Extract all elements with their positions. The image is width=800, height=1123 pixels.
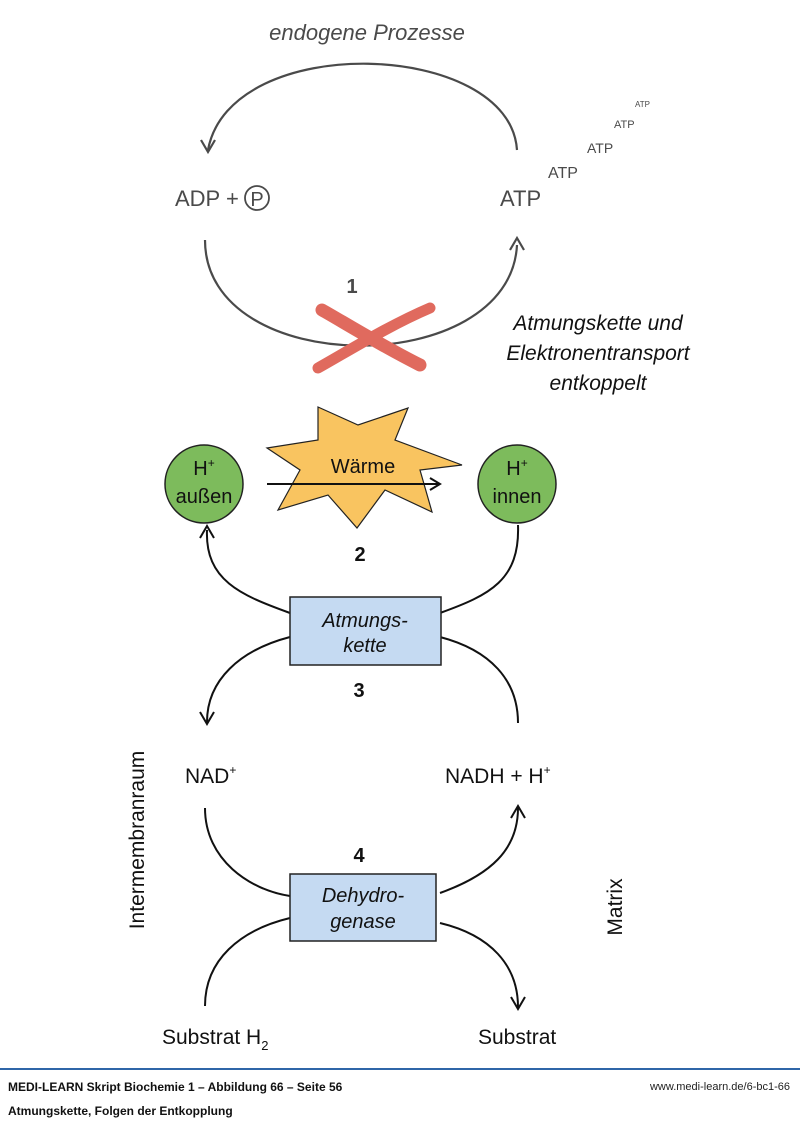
uncoupled-line-1: Atmungskette und xyxy=(511,312,684,335)
atp-trail-1: ATP xyxy=(548,165,578,182)
nadh-input-arrow xyxy=(439,636,519,724)
nad-label: NAD+ xyxy=(185,763,236,788)
uncoupling-diagram: endogene Prozesse ADP + P ATP ATP ATP AT… xyxy=(126,20,691,1053)
substrate-output-arrowhead-icon xyxy=(510,996,526,1011)
h-inside-circle: H+ innen xyxy=(477,444,557,524)
phosphate-circle-icon xyxy=(244,185,270,211)
heat-star-shape xyxy=(265,406,463,529)
endogenous-arrowhead-icon xyxy=(200,139,216,155)
nadh-output-arrowhead-icon xyxy=(510,804,526,819)
endogenous-arrow xyxy=(206,62,519,151)
h-outside-circle: H+ außen xyxy=(164,444,244,524)
step-4-label: 4 xyxy=(353,845,365,867)
intermembrane-space-label: Intermembranraum xyxy=(126,751,149,930)
substrate-output-arrow xyxy=(439,922,519,1008)
nadh-label: NADH + H+ xyxy=(445,763,551,788)
figure-caption: Atmungskette, Folgen der Entkopplung xyxy=(8,1104,233,1118)
dehydrogenase-line-2: genase xyxy=(330,911,396,933)
blocked-cross-icon xyxy=(312,302,436,374)
nadh-output-arrow xyxy=(439,807,519,894)
substrate-h2-input-arrow xyxy=(204,917,291,1007)
proton-pump-out-arrowhead-icon xyxy=(199,524,215,539)
matrix-label: Matrix xyxy=(604,878,627,936)
svg-text:außen: außen xyxy=(176,486,233,508)
step-2-label: 2 xyxy=(354,544,365,566)
atp-synthesis-arrowhead-icon xyxy=(509,235,525,251)
endogenous-processes-label: endogene Prozesse xyxy=(269,20,465,45)
respiratory-chain-line-1: Atmungs- xyxy=(321,610,408,632)
step-3-label: 3 xyxy=(353,680,364,702)
footer-url[interactable]: www.medi-learn.de/6-bc1-66 xyxy=(649,1081,790,1093)
adp-label: ADP + xyxy=(175,186,239,211)
proton-uptake-arrow xyxy=(439,524,520,614)
footer-rule xyxy=(0,1068,800,1070)
atp-label: ATP xyxy=(500,186,541,211)
substrate-h2-label: Substrat H2 xyxy=(162,1026,268,1053)
nad-release-arrow xyxy=(206,636,291,723)
proton-leak-arrowhead-icon xyxy=(429,477,442,491)
phosphate-symbol: P xyxy=(250,189,263,211)
nad-input-arrow xyxy=(204,807,291,897)
svg-text:H+: H+ xyxy=(506,456,527,480)
dehydrogenase-box xyxy=(289,873,437,942)
dehydrogenase-line-1: Dehydro- xyxy=(322,885,405,907)
svg-text:innen: innen xyxy=(493,486,542,508)
footer-title: MEDI-LEARN Skript Biochemie 1 – Abbildun… xyxy=(8,1080,343,1094)
atp-trail-3: ATP xyxy=(614,119,635,131)
atp-trail-4: ATP xyxy=(635,100,650,109)
step-1-label: 1 xyxy=(346,276,357,298)
respiratory-chain-line-2: kette xyxy=(343,635,386,657)
respiratory-chain-box xyxy=(289,596,442,666)
nad-release-arrowhead-icon xyxy=(199,711,215,726)
uncoupled-line-3: entkoppelt xyxy=(550,372,648,395)
svg-text:H+: H+ xyxy=(193,456,214,480)
substrate-label: Substrat xyxy=(478,1026,556,1049)
heat-label: Wärme xyxy=(331,456,395,478)
atp-trail-2: ATP xyxy=(587,140,613,156)
uncoupled-line-2: Elektronentransport xyxy=(506,342,690,365)
proton-pump-out-arrow xyxy=(205,529,291,614)
